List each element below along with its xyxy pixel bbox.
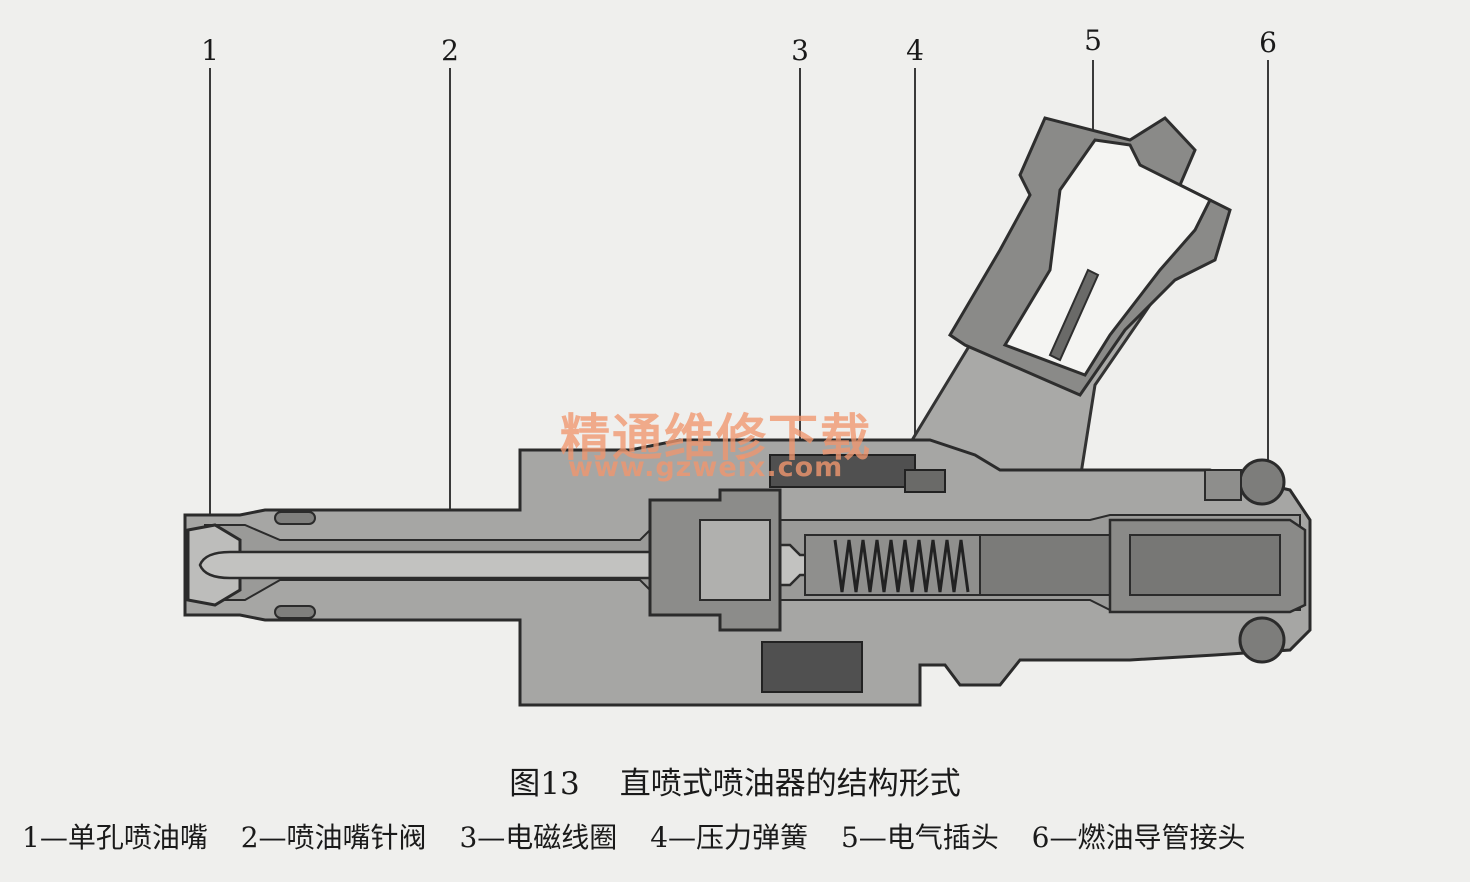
nozzle-groove-bottom — [274, 605, 316, 619]
connector-inner — [1129, 534, 1281, 596]
legend-item: 4—压力弹簧 — [650, 821, 809, 854]
plug-cavity — [1002, 138, 1213, 377]
parts-legend: 1—单孔喷油嘴 2—喷油嘴针阀 3—电磁线圈 4—压力弹簧 5—电气插头 6—燃… — [22, 816, 1462, 856]
figure-caption: 图13 直喷式喷油器的结构形式 — [0, 758, 1470, 803]
part-label-3: 3 — [791, 34, 809, 67]
fuel-inlet-tube — [979, 534, 1121, 596]
legend-item: 2—喷油嘴针阀 — [240, 821, 427, 854]
armature-core — [699, 519, 771, 601]
nozzle-groove-top — [274, 511, 316, 525]
legend-item: 5—电气插头 — [840, 821, 999, 854]
pressure-spring — [833, 539, 970, 593]
figure-title: 直喷式喷油器的结构形式 — [619, 766, 961, 802]
magnet-coil-bottom — [761, 641, 863, 693]
legend-item: 6—燃油导管接头 — [1031, 821, 1246, 854]
part-label-4: 4 — [906, 34, 924, 67]
plug-pin — [1048, 268, 1100, 362]
part-label-6: 6 — [1259, 26, 1277, 59]
watermark-url: www.gzweix.com — [568, 452, 844, 483]
part-label-1: 1 — [201, 34, 219, 67]
part-label-5: 5 — [1084, 24, 1102, 57]
legend-item: 3—电磁线圈 — [459, 821, 618, 854]
watermark-text: 精通维修下载 — [560, 409, 872, 467]
legend-item: 1—单孔喷油嘴 — [22, 821, 208, 854]
o-ring-bottom — [1238, 616, 1286, 664]
seal-block — [1204, 469, 1242, 501]
magnet-coil-top — [769, 454, 916, 488]
part-label-2: 2 — [441, 34, 459, 67]
magnet-coil-top-right — [904, 469, 946, 493]
o-ring-top — [1238, 458, 1286, 506]
figure-number: 图13 — [509, 766, 580, 802]
